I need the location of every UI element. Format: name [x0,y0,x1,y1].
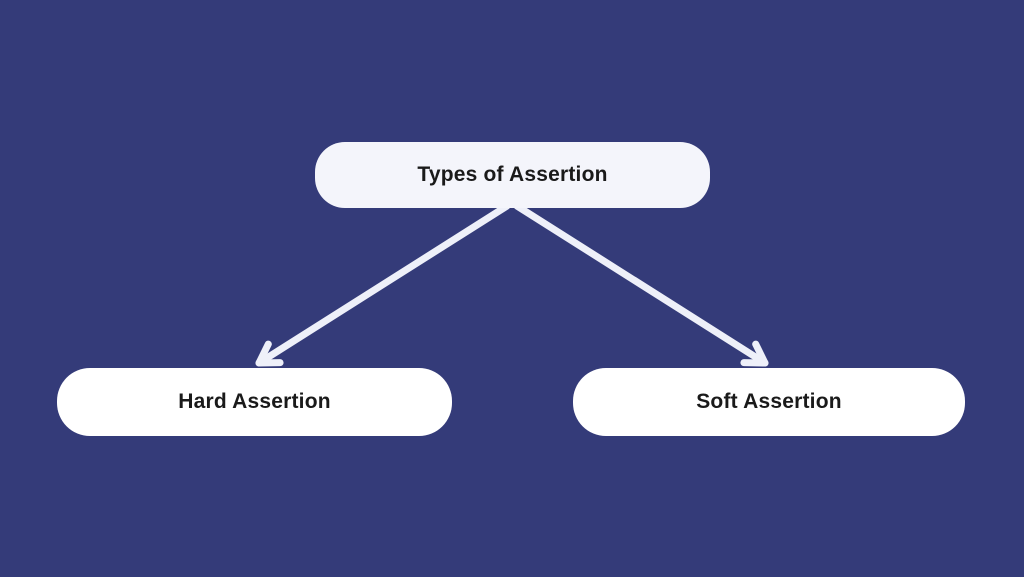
node-label: Hard Assertion [178,390,331,413]
node-label: Soft Assertion [696,390,842,413]
node-hard-assertion: Hard Assertion [57,368,452,436]
node-label: Types of Assertion [417,163,608,186]
arrow-root-to-soft [513,202,769,367]
arrow-root-to-hard [255,202,511,367]
node-soft-assertion: Soft Assertion [573,368,965,436]
node-types-of-assertion: Types of Assertion [315,142,710,208]
